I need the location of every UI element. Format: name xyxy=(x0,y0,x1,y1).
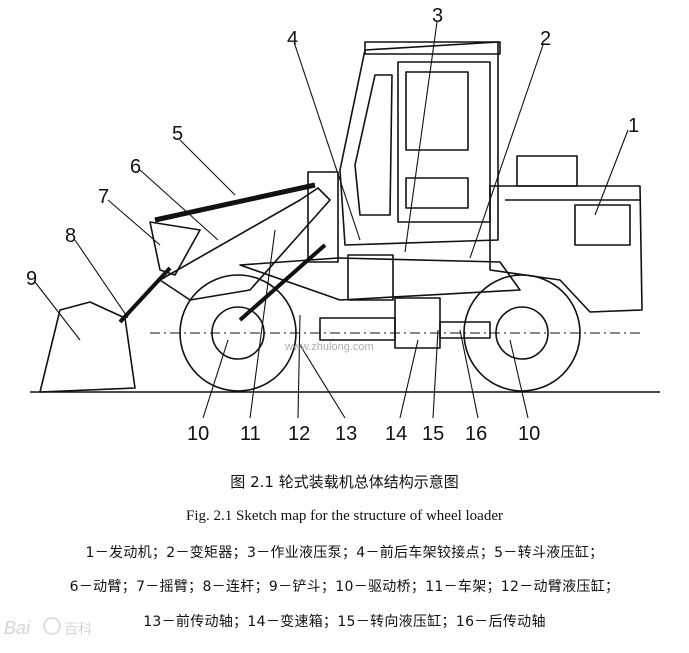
front-driveshaft xyxy=(319,317,396,341)
cab-door xyxy=(397,61,491,223)
rear-hub xyxy=(495,306,549,360)
bucket xyxy=(39,301,136,393)
front-hub xyxy=(211,306,265,360)
rocker-arm xyxy=(149,221,201,276)
legend-line-1: 1－发动机；2－变矩器；3－作业液压泵；4－前后车架铰接点；5－转斗液压缸； xyxy=(85,545,604,561)
leader-lines xyxy=(34,21,629,419)
boom xyxy=(159,187,331,301)
callout-10-front: 10 xyxy=(187,423,209,445)
engine-hood xyxy=(489,185,643,313)
exhaust-box xyxy=(516,155,578,187)
callout-6: 6 xyxy=(130,156,141,178)
cab-side-window xyxy=(354,74,393,216)
caption-chinese: 图 2.1 轮式装载机总体结构示意图 xyxy=(230,473,459,491)
callout-4: 4 xyxy=(287,28,298,50)
link-rod xyxy=(118,266,172,324)
legend-line-2: 6－动臂；7－摇臂；8－连杆；9－铲斗；10－驱动桥；11－车架；12－动臂液压… xyxy=(69,579,620,595)
callout-9: 9 xyxy=(26,268,37,290)
frame xyxy=(239,257,521,301)
cab-window-lower xyxy=(405,177,469,209)
callout-16: 16 xyxy=(465,423,487,445)
callout-1: 1 xyxy=(628,115,639,137)
callout-12: 12 xyxy=(288,423,310,445)
boom-cylinder xyxy=(238,243,327,322)
callout-7: 7 xyxy=(98,186,109,208)
cab-window-upper xyxy=(405,71,469,151)
callout-14: 14 xyxy=(385,423,407,445)
callout-13: 13 xyxy=(335,423,357,445)
caption-english: Fig. 2.1 Sketch map for the structure of… xyxy=(186,508,503,524)
callout-10-rear: 10 xyxy=(518,423,540,445)
callout-5: 5 xyxy=(172,123,183,145)
callout-15: 15 xyxy=(422,423,444,445)
callout-2: 2 xyxy=(540,28,551,50)
engine-panel xyxy=(574,204,631,246)
front-frame-tower xyxy=(307,171,339,263)
baidu-logo-text: Bai xyxy=(4,618,31,638)
rear-wheel xyxy=(463,274,581,392)
torque-converter xyxy=(347,254,394,301)
baidu-suffix-text: 百科 xyxy=(64,622,92,638)
wheel-loader-diagram: 1 2 3 4 5 6 7 8 9 10 11 12 13 14 15 16 1… xyxy=(26,5,660,445)
tilt-cylinder xyxy=(154,182,316,223)
callout-8: 8 xyxy=(65,225,76,247)
front-wheel xyxy=(179,274,297,392)
callout-3: 3 xyxy=(432,5,443,27)
callout-11: 11 xyxy=(240,423,261,445)
legend-line-3: 13－前传动轴；14－变速箱；15－转向液压缸；16－后传动轴 xyxy=(143,614,546,630)
cab xyxy=(339,41,499,246)
paw-icon xyxy=(43,617,61,635)
site-watermark: www.zhulong.com xyxy=(284,341,374,353)
rear-driveshaft xyxy=(439,321,491,339)
baidu-watermark: Bai 百科 xyxy=(4,617,92,638)
